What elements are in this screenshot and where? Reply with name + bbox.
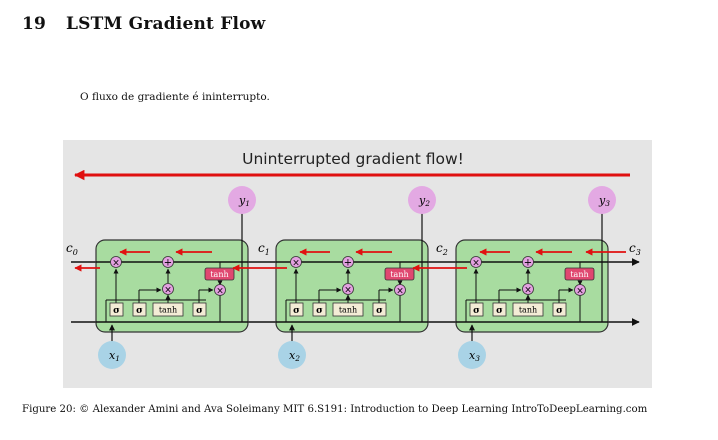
tanh-activation: tanh — [210, 270, 228, 279]
lstm-cell-2: σ σ tanh σ tanh × + × × — [275, 202, 429, 333]
gate-candidate: tanh — [339, 306, 357, 315]
section-title: LSTM Gradient Flow — [66, 14, 266, 34]
gate-candidate: tanh — [159, 306, 177, 315]
input-node-3 — [458, 341, 486, 369]
input-node-2 — [278, 341, 306, 369]
section-number: 19 — [22, 14, 47, 34]
gate-candidate: tanh — [519, 306, 537, 315]
input-node-1 — [98, 341, 126, 369]
body-text: O fluxo de gradiente é ininterrupto. — [80, 91, 270, 103]
op-output-multiply: × — [216, 287, 224, 297]
output-label-1: y1 — [238, 194, 250, 208]
gate-forget: σ — [293, 306, 300, 316]
op-forget-multiply: × — [292, 259, 300, 269]
op-add: + — [344, 258, 352, 269]
gate-output: σ — [556, 306, 563, 316]
output-node-2 — [408, 186, 436, 214]
lstm-diagram: Uninterrupted gradient flow! c0 c1 c2 c3 — [66, 150, 641, 369]
input-label-1: x1 — [109, 349, 120, 363]
input-label-2: x2 — [289, 349, 300, 363]
gate-output: σ — [376, 306, 383, 316]
cell-state-label-1: c1 — [258, 241, 270, 257]
figure-banner: Uninterrupted gradient flow! — [242, 150, 464, 168]
gate-output: σ — [196, 306, 203, 316]
op-input-multiply: × — [344, 286, 352, 296]
lstm-cell-1: σ σ tanh σ tanh × + × × — [95, 202, 249, 333]
op-add: + — [164, 258, 172, 269]
gate-forget: σ — [113, 306, 120, 316]
output-label-2: y2 — [418, 194, 430, 208]
gate-input: σ — [136, 306, 143, 316]
gate-forget: σ — [473, 306, 480, 316]
op-forget-multiply: × — [112, 259, 120, 269]
lstm-figure: Uninterrupted gradient flow! c0 c1 c2 c3 — [63, 140, 652, 388]
gate-input: σ — [316, 306, 323, 316]
cell-state-label-2: c2 — [436, 241, 448, 257]
tanh-activation: tanh — [390, 270, 408, 279]
output-node-1 — [228, 186, 256, 214]
gate-input: σ — [496, 306, 503, 316]
tanh-activation: tanh — [570, 270, 588, 279]
cell-state-label-3: c3 — [629, 241, 641, 257]
figure-caption: Figure 20: © Alexander Amini and Ava Sol… — [22, 404, 648, 415]
output-label-3: y3 — [598, 194, 610, 208]
op-output-multiply: × — [576, 287, 584, 297]
op-forget-multiply: × — [472, 259, 480, 269]
output-node-3 — [588, 186, 616, 214]
input-label-3: x3 — [469, 349, 480, 363]
lstm-cell-3: σ σ tanh σ tanh × + × × — [455, 202, 626, 333]
op-add: + — [524, 258, 532, 269]
cell-state-label-0: c0 — [66, 241, 78, 257]
section-heading: 19 LSTM Gradient Flow — [22, 14, 266, 34]
op-output-multiply: × — [396, 287, 404, 297]
op-input-multiply: × — [164, 286, 172, 296]
op-input-multiply: × — [524, 286, 532, 296]
